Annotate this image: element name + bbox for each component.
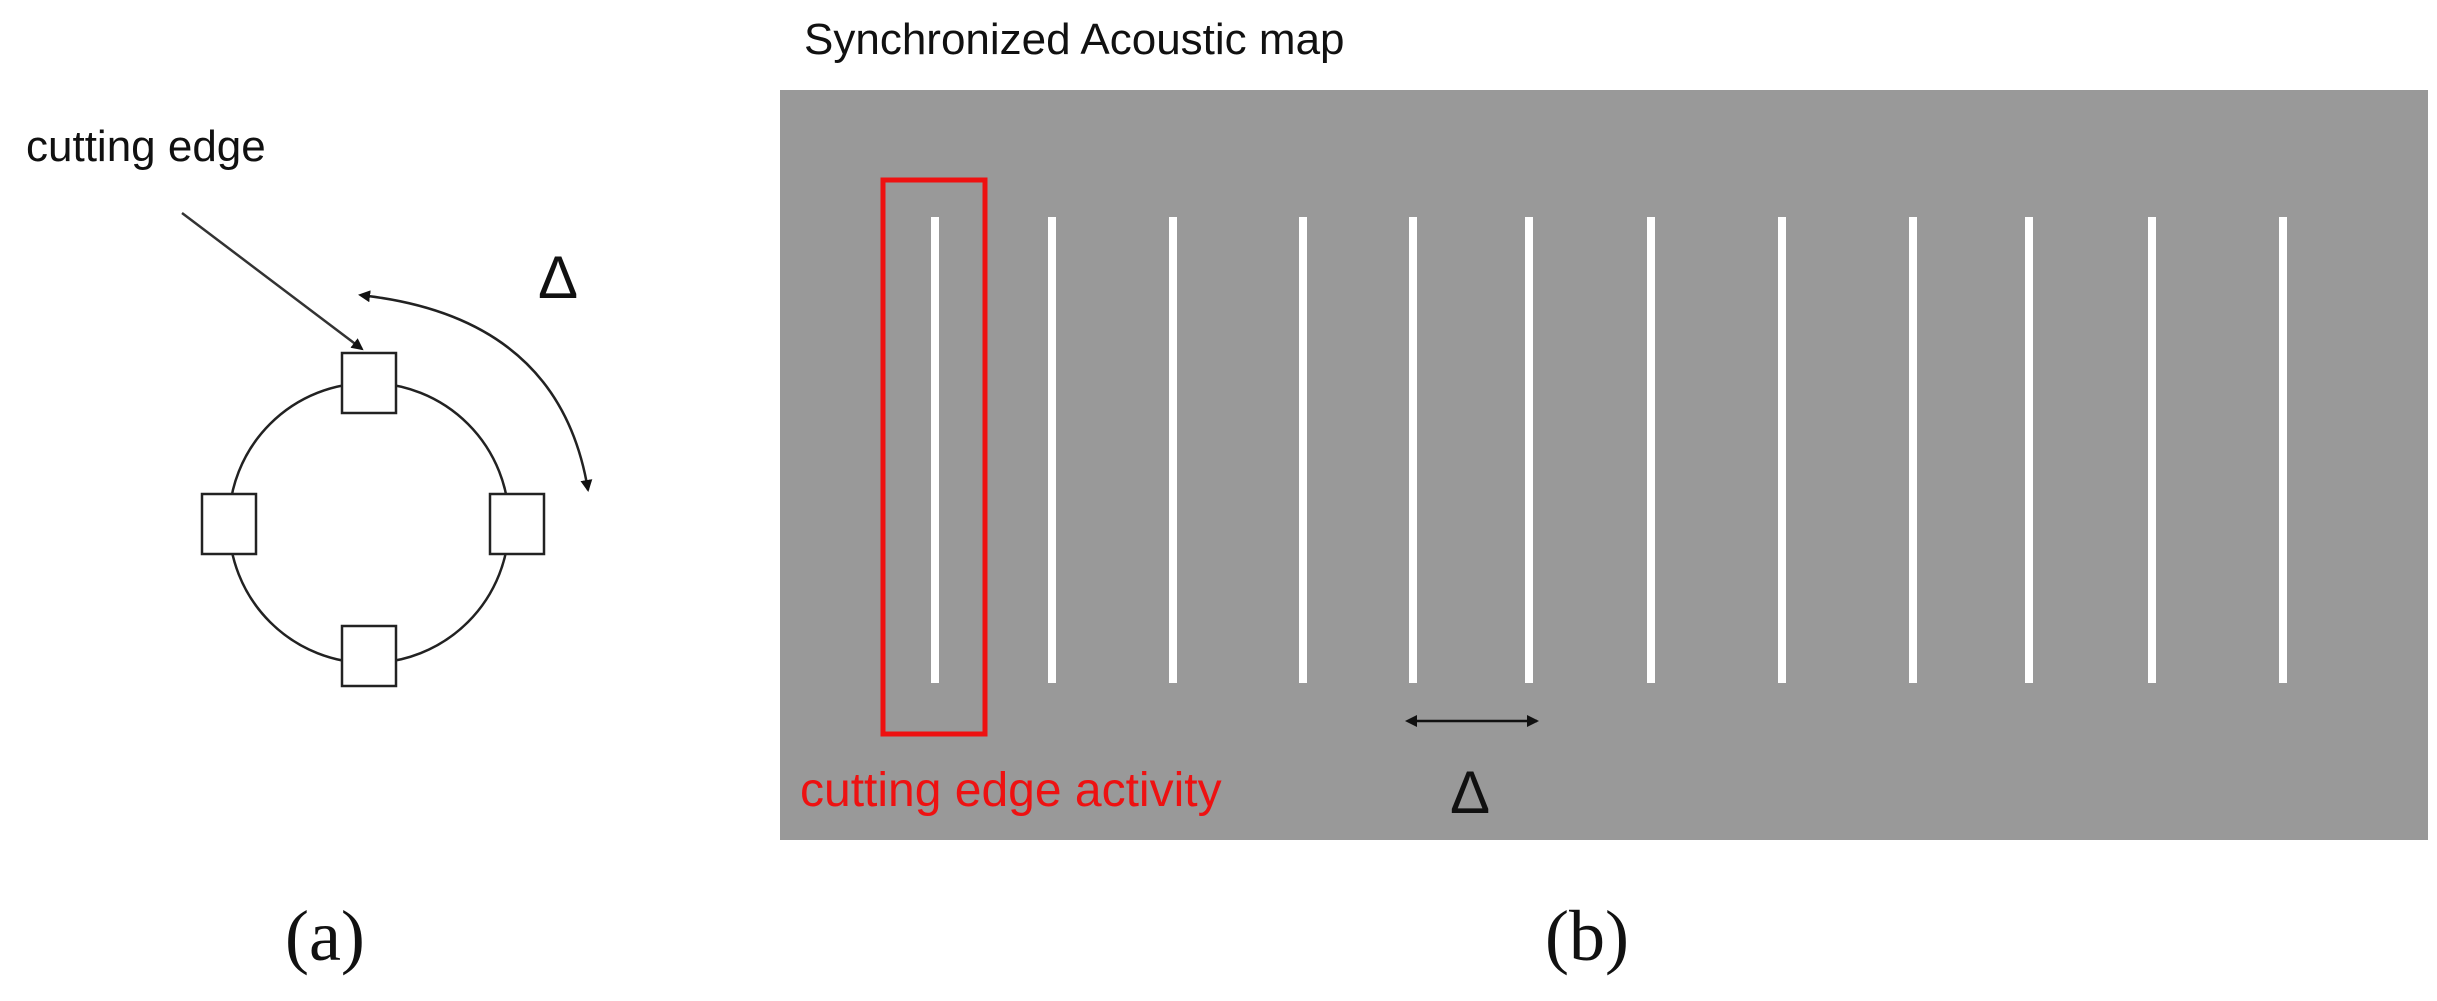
acoustic-stripe-12 [2279, 217, 2287, 683]
cutting-edge-activity-label: cutting edge activity [800, 764, 1222, 817]
acoustic-stripe-1 [931, 217, 939, 683]
acoustic-stripe-5 [1409, 217, 1417, 683]
insert-right [488, 492, 546, 556]
acoustic-stripe-6 [1525, 217, 1533, 683]
spacing-delta-label: Δ [1450, 759, 1491, 826]
acoustic-stripe-2 [1048, 217, 1056, 683]
acoustic-stripe-8 [1778, 217, 1786, 683]
stripe-group [931, 217, 2287, 683]
acoustic-stripe-11 [2148, 217, 2156, 683]
rotation-arrow [358, 290, 593, 492]
insert-bottom [340, 624, 398, 688]
cutting-edge-pointer-arrow [181, 212, 364, 351]
acoustic-map-title: Synchronized Acoustic map [804, 15, 1345, 64]
caption-a: (a) [285, 896, 365, 976]
acoustic-stripe-7 [1647, 217, 1655, 683]
acoustic-stripe-9 [1909, 217, 1917, 683]
caption-b: (b) [1545, 896, 1629, 976]
insert-left [200, 492, 258, 556]
cutting-edge-label: cutting edge [26, 122, 266, 171]
rotation-delta-label: Δ [538, 244, 579, 311]
acoustic-stripe-10 [2025, 217, 2033, 683]
activity-highlight-box [880, 177, 988, 737]
acoustic-stripe-4 [1299, 217, 1307, 683]
acoustic-stripe-3 [1169, 217, 1177, 683]
